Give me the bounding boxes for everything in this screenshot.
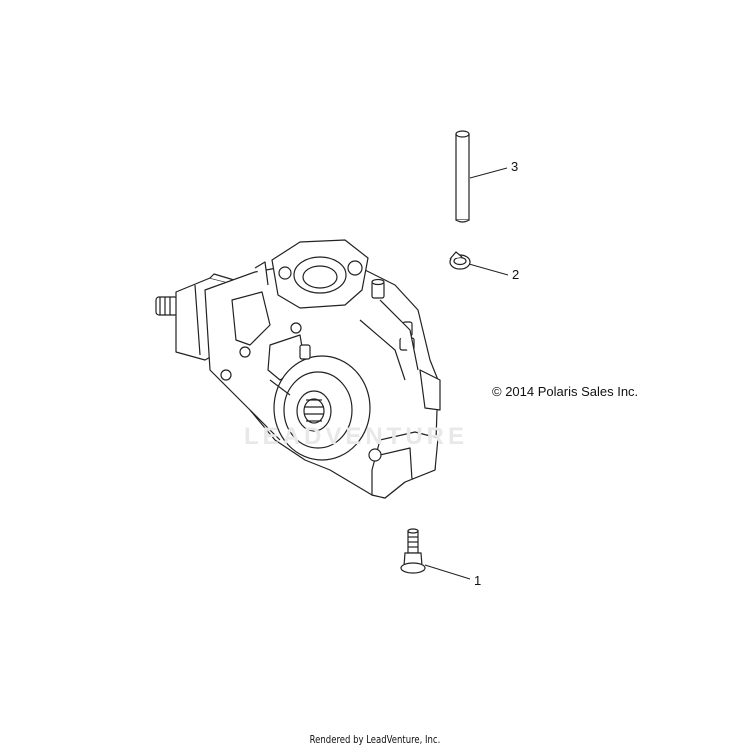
leader-line-3 (469, 167, 508, 179)
footer-credit: Rendered by LeadVenture, Inc. (309, 733, 441, 746)
callout-1: 1 (474, 573, 482, 588)
part-1-bolt (400, 528, 426, 574)
part-3-pin (455, 130, 470, 223)
callout-2: 2 (512, 267, 520, 282)
leader-line-2 (468, 263, 509, 276)
callout-3: 3 (511, 159, 519, 174)
copyright-notice: © 2014 Polaris Sales Inc. (492, 384, 639, 399)
part-2-clamp (449, 251, 471, 270)
gearcase-assembly (155, 239, 441, 499)
watermark-text: LEADVENTURE (244, 423, 469, 450)
leader-line-1 (424, 564, 471, 580)
